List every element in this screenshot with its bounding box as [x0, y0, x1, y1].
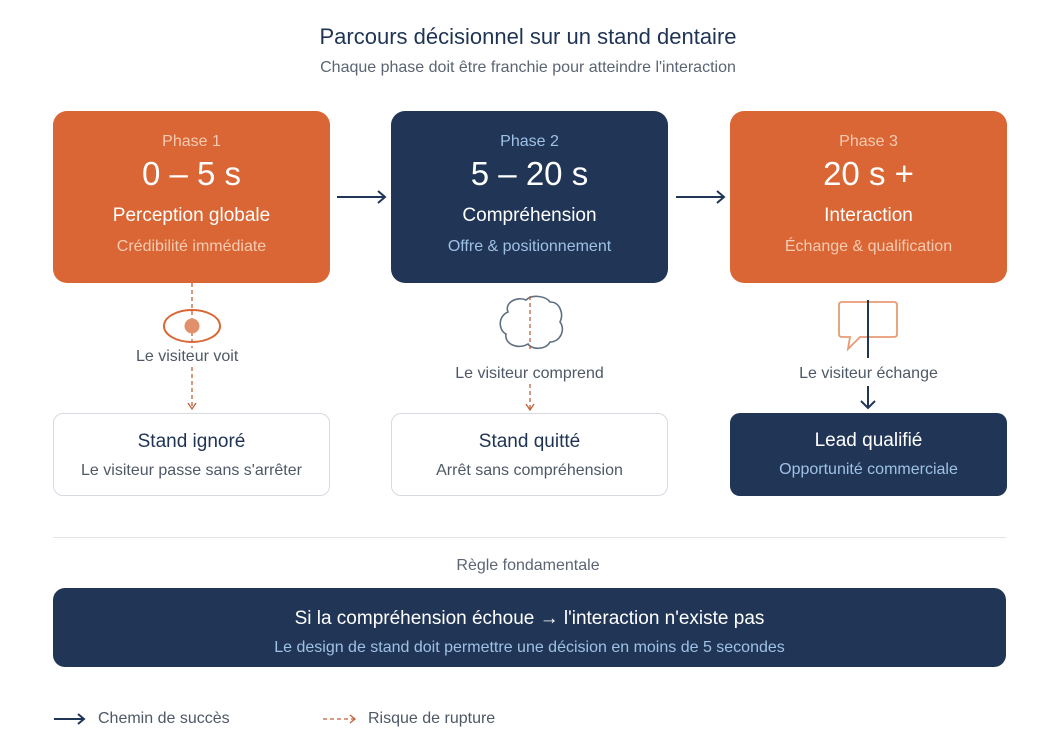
risk-connector-1: [187, 283, 197, 411]
outcome-card-left: Stand quitté Arrêt sans compréhension: [391, 413, 668, 496]
phase-time: 0 – 5 s: [141, 155, 242, 192]
legend-risk-arrow-icon: [323, 714, 357, 724]
rule-box: Si la compréhension échoue → l'interacti…: [53, 588, 1006, 667]
outcome-title: Lead qualifié: [814, 430, 923, 451]
success-arrow-1-2: [337, 190, 387, 204]
action-label-understand: Le visiteur comprend: [455, 365, 604, 382]
phase-card-3: Phase 3 20 s + Interaction Échange & qua…: [730, 111, 1007, 283]
action-label-exchange: Le visiteur échange: [799, 365, 938, 382]
section-divider: [53, 537, 1006, 538]
outcome-description: Arrêt sans compréhension: [436, 462, 623, 479]
phase-time: 5 – 20 s: [470, 155, 589, 192]
rule-sub-text: Le design de stand doit permettre une dé…: [274, 639, 785, 656]
phase-name: Compréhension: [462, 205, 597, 226]
success-arrow-2-3: [676, 190, 726, 204]
outcome-card-ignored: Stand ignoré Le visiteur passe sans s'ar…: [53, 413, 330, 496]
outcome-title: Stand quitté: [478, 431, 581, 452]
phase-label: Phase 3: [839, 133, 898, 150]
phase-name: Perception globale: [112, 205, 271, 226]
outcome-card-qualified-lead: Lead qualifié Opportunité commerciale: [730, 413, 1007, 496]
success-connector-3: [860, 300, 876, 410]
eye-icon: [163, 309, 221, 343]
thought-cloud-icon: [499, 295, 564, 350]
rule-main-text: Si la compréhension échoue → l'interacti…: [294, 608, 765, 629]
phase-time: 20 s +: [823, 155, 914, 192]
legend-success-label: Chemin de succès: [98, 710, 230, 727]
risk-connector-2: [525, 296, 535, 412]
action-label-see: Le visiteur voit: [134, 348, 241, 366]
phase-description: Échange & qualification: [784, 238, 953, 255]
legend-success-arrow-icon: [54, 713, 86, 725]
diagram-title: Parcours décisionnel sur un stand dentai…: [319, 24, 737, 49]
speech-bubble-icon: [838, 301, 898, 352]
phase-label: Phase 1: [162, 133, 221, 150]
phase-description: Crédibilité immédiate: [116, 238, 267, 255]
outcome-description: Opportunité commerciale: [779, 461, 958, 478]
outcome-title: Stand ignoré: [137, 431, 246, 452]
phase-name: Interaction: [824, 205, 913, 226]
phase-card-1: Phase 1 0 – 5 s Perception globale Crédi…: [53, 111, 330, 283]
legend-risk-label: Risque de rupture: [368, 710, 496, 727]
phase-label: Phase 2: [500, 133, 559, 150]
outcome-description: Le visiteur passe sans s'arrêter: [81, 462, 302, 479]
phase-card-2: Phase 2 5 – 20 s Compréhension Offre & p…: [391, 111, 668, 283]
rule-label: Règle fondamentale: [456, 557, 600, 574]
diagram-subtitle: Chaque phase doit être franchie pour att…: [320, 59, 736, 76]
phase-description: Offre & positionnement: [447, 238, 612, 255]
